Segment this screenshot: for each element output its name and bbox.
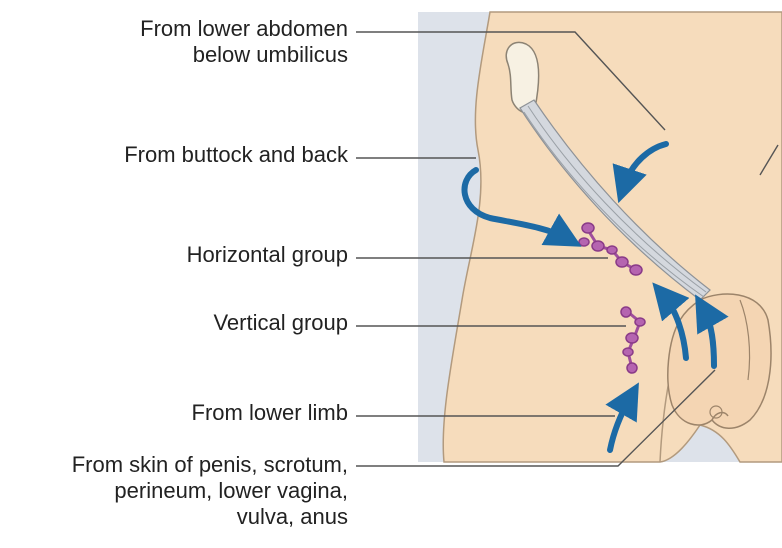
- label-from-buttock-and-back: From buttock and back: [124, 142, 348, 168]
- genitalia: [668, 294, 771, 428]
- label-horizontal-group: Horizontal group: [187, 242, 348, 268]
- label-vertical-group: Vertical group: [213, 310, 348, 336]
- label-from-lower-abdomen: From lower abdomen below umbilicus: [140, 16, 348, 68]
- label-from-lower-limb: From lower limb: [192, 400, 348, 426]
- label-from-skin-of-penis: From skin of penis, scrotum, perineum, l…: [72, 452, 348, 530]
